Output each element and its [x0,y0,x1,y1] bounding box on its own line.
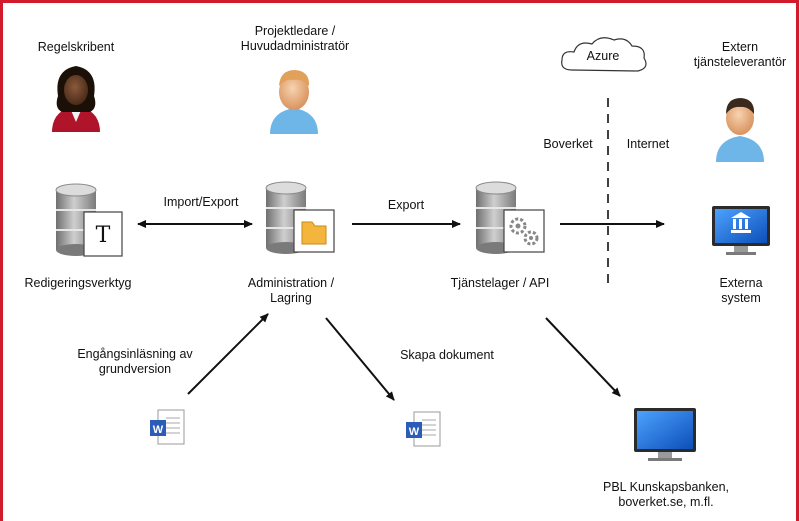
create-document-arrow [325,317,395,401]
editor-badge-letter: T [96,223,111,248]
system-pbl-label-line2: boverket.se, m.fl. [618,495,714,509]
system-pbl-label-line1: PBL Kunskapsbanken, [602,480,729,494]
pbl-monitor-icon [634,408,696,461]
editor-text-badge-icon [83,211,123,257]
gears-badge-icon [503,209,545,253]
writer-person-icon [52,66,100,132]
azure-cloud-icon [561,37,647,72]
system-admin-label-line1: Administration / [247,276,335,290]
bank-building-icon [731,212,751,233]
role-external-label-line2: tjänsteleverantör [693,55,787,69]
system-editor-label: Redigeringsverktyg [24,276,132,290]
role-admin-label-line2: Huvudadministratör [240,39,350,53]
flow-initial-label-line1: Engångsinläsning av [77,347,193,361]
role-external-label-line1: Extern [721,40,759,54]
initial-load-arrow [187,313,269,395]
publish-arrow [545,317,621,397]
system-api-label: Tjänstelager / API [450,276,550,290]
word-badge-letter-created: W [409,426,420,438]
external-provider-person-icon [716,98,764,162]
zone-internet-label: Internet [626,137,670,151]
system-external-label-line2: system [721,291,761,305]
role-admin-label-line1: Projektledare / [254,24,336,38]
system-admin-label-line2: Lagring [270,291,312,305]
zone-boverket-label: Boverket [543,137,593,151]
flow-initial-label-line2: grundversion [98,362,172,376]
admin-person-icon [270,70,318,134]
folder-badge-icon [293,209,335,253]
flow-import-export-label: Import/Export [163,195,239,209]
azure-label: Azure [587,49,620,63]
word-badge-letter-initial: W [153,424,164,436]
flow-create-document-label: Skapa dokument [400,348,494,362]
role-writer-label: Regelskribent [37,40,115,54]
word-document-icon-created [406,411,441,447]
word-document-icon-initial [150,409,185,445]
system-external-label-line1: Externa [719,276,763,290]
flow-export-label: Export [387,198,425,212]
